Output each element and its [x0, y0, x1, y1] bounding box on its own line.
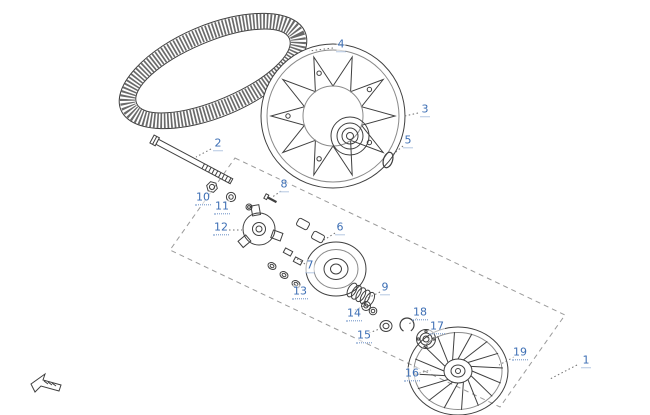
spring-drawing [346, 282, 376, 307]
thrust-washer-drawing [379, 320, 393, 332]
callout-17[interactable]: 17 [429, 319, 445, 335]
callout-5[interactable]: 5 [403, 133, 413, 149]
callout-14[interactable]: 14 [346, 306, 362, 322]
callout-10[interactable]: 10 [195, 190, 211, 206]
callout-12[interactable]: 12 [213, 220, 229, 236]
callout-16[interactable]: 16 [404, 366, 420, 382]
callout-13[interactable]: 13 [292, 284, 308, 300]
primary-pulley-drawing [260, 43, 406, 189]
callout-18[interactable]: 18 [412, 305, 428, 321]
washer-drawing [225, 191, 237, 203]
callout-9[interactable]: 9 [380, 280, 390, 296]
snap-ring-drawing [382, 151, 394, 169]
driven-fan-pulley-drawing [407, 326, 509, 415]
small-washer-drawing [245, 203, 253, 211]
callout-3[interactable]: 3 [420, 102, 430, 118]
nut-drawing [206, 181, 218, 193]
drive-belt-drawing [118, 12, 308, 130]
callout-4[interactable]: 4 [336, 37, 346, 53]
callout-1[interactable]: 1 [581, 353, 591, 369]
small-bolt-drawing [263, 193, 277, 204]
callout-6[interactable]: 6 [335, 220, 345, 236]
callout-15[interactable]: 15 [356, 328, 372, 344]
fwd-arrow-icon [30, 372, 62, 393]
callout-11[interactable]: 11 [214, 199, 230, 215]
spider-assembly-drawing [237, 204, 284, 249]
callout-8[interactable]: 8 [279, 177, 289, 193]
circlip-drawing [399, 317, 415, 333]
callout-2[interactable]: 2 [213, 136, 223, 152]
callout-19[interactable]: 19 [512, 345, 528, 361]
assembly-boundary-dashed-box [169, 157, 566, 408]
washer-pair-drawing [361, 301, 378, 316]
small-rollers-drawing [282, 247, 304, 266]
callout-7[interactable]: 7 [305, 258, 315, 274]
slider-blocks-drawing [296, 217, 325, 244]
pulley-bolt-drawing [149, 134, 234, 185]
